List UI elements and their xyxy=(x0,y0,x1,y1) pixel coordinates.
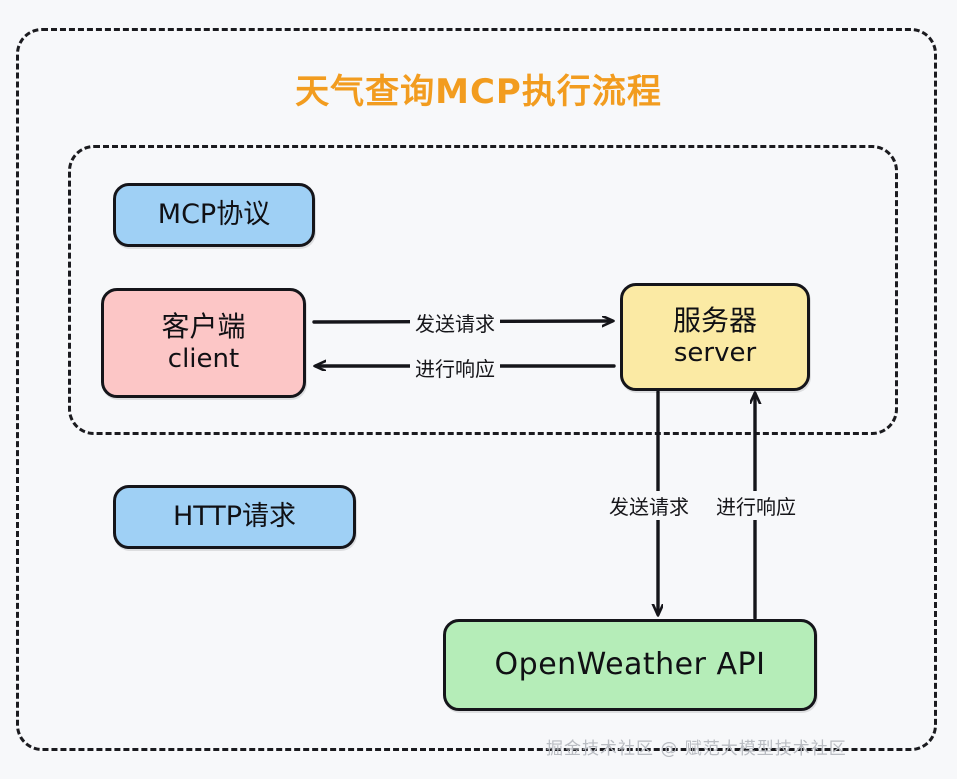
mcp-protocol-dashed-frame xyxy=(68,145,898,435)
edge-label-server-to-client: 进行响应 xyxy=(410,353,500,382)
node-openweather-api-label: OpenWeather API xyxy=(494,646,766,682)
outer-dashed-frame xyxy=(16,28,937,751)
edge-label-server-to-openweather: 发送请求 xyxy=(604,491,694,520)
node-client-label-cn: 客户端 xyxy=(161,310,246,344)
edge-label-client-to-server: 发送请求 xyxy=(410,308,500,337)
node-mcp-protocol-label: MCP协议 xyxy=(157,198,271,230)
page-title: 天气查询MCP执行流程 xyxy=(295,72,662,112)
node-http-request[interactable]: HTTP请求 xyxy=(113,485,356,549)
node-client[interactable]: 客户端 client xyxy=(101,288,306,398)
edge-label-openweather-to-server: 进行响应 xyxy=(711,491,801,520)
node-server-label-cn: 服务器 xyxy=(672,304,757,338)
node-server[interactable]: 服务器 server xyxy=(620,283,810,391)
watermark: 掘金技术社区 @ 赋范大模型技术社区 xyxy=(546,739,847,759)
node-mcp-protocol[interactable]: MCP协议 xyxy=(113,183,315,247)
node-client-label-en: client xyxy=(167,344,240,375)
node-server-label-en: server xyxy=(673,338,757,369)
node-http-request-label: HTTP请求 xyxy=(172,500,297,532)
node-openweather-api[interactable]: OpenWeather API xyxy=(443,619,817,711)
